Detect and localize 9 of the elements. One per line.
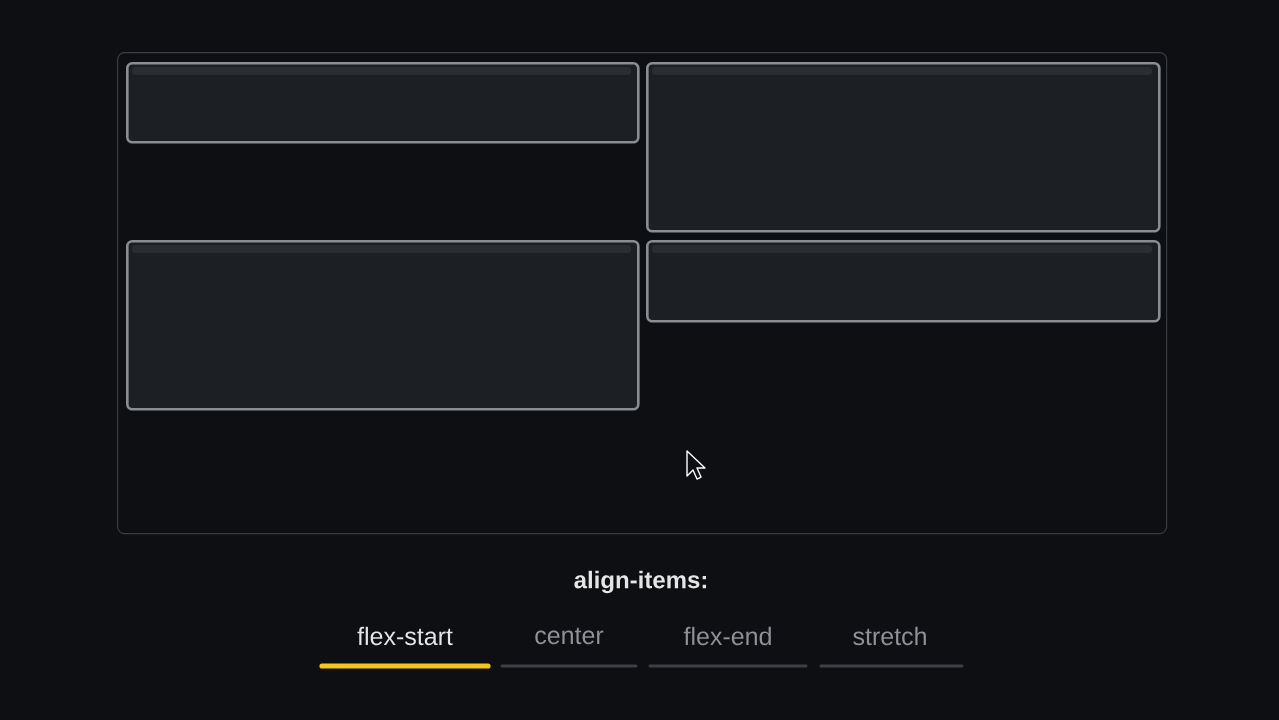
selected-tab: flex-start: [319, 626, 491, 669]
item-box: [126, 240, 640, 411]
item-box: [646, 240, 1161, 323]
item-box: [646, 62, 1161, 233]
heading: align-items:: [574, 570, 707, 594]
tab: center: [500, 627, 638, 668]
item-box: [126, 62, 640, 144]
tab: stretch: [819, 626, 964, 668]
tab: flex-end: [648, 626, 808, 668]
